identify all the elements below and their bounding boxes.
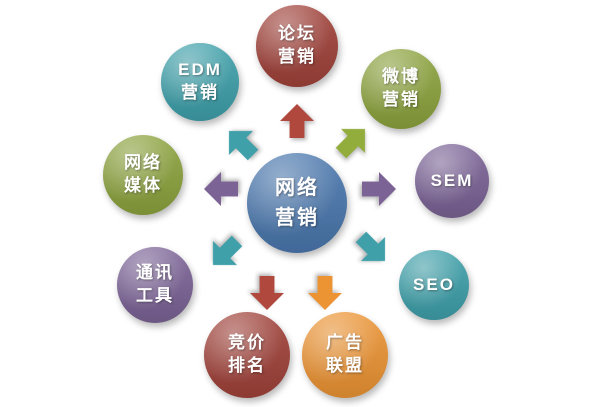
node-network-media: 网络 媒体 xyxy=(103,135,183,215)
node-label: EDM 营销 xyxy=(178,60,222,102)
arrow-shape xyxy=(362,172,396,206)
node-seo: SEO xyxy=(399,250,469,320)
arrow-down-left-icon xyxy=(201,229,249,277)
arrow-shape xyxy=(204,172,238,206)
arrow-shape xyxy=(212,235,243,266)
node-label: SEM xyxy=(430,170,474,190)
node-label: 微博 营销 xyxy=(382,67,420,109)
center-node-label: 网络 营销 xyxy=(275,177,319,229)
arrow-down-right-icon xyxy=(349,225,397,273)
node-label: 通讯 工具 xyxy=(136,263,174,305)
arrow-up-left-icon xyxy=(217,119,265,167)
node-label: 竞价 排名 xyxy=(228,333,266,375)
node-edm-marketing: EDM 营销 xyxy=(161,43,239,121)
arrow-shape xyxy=(335,128,366,159)
node-communication-tools: 通讯 工具 xyxy=(117,247,193,323)
node-ad-alliance: 广告 联盟 xyxy=(302,312,388,398)
arrow-shape xyxy=(228,130,259,161)
node-weibo-marketing: 微博 营销 xyxy=(361,49,441,129)
node-forum-marketing: 论坛 营销 xyxy=(256,5,338,87)
node-bidding-rank: 竞价 排名 xyxy=(204,312,290,398)
arrow-shape xyxy=(308,276,342,310)
arrow-shape xyxy=(280,104,314,138)
node-sem: SEM xyxy=(415,144,489,218)
arrow-down-icon xyxy=(308,276,342,310)
arrow-down-icon xyxy=(250,276,284,310)
center-node-network-marketing: 网络 营销 xyxy=(247,153,347,253)
arrow-shape xyxy=(355,231,386,262)
node-label: SEO xyxy=(413,274,455,294)
arrow-right-icon xyxy=(362,172,396,206)
node-label: 网络 媒体 xyxy=(124,153,162,195)
node-label: 论坛 营销 xyxy=(278,24,316,66)
arrow-up-icon xyxy=(280,104,314,138)
node-label: 广告 联盟 xyxy=(326,333,364,375)
arrow-left-icon xyxy=(204,172,238,206)
arrow-up-right-icon xyxy=(329,117,377,165)
arrow-shape xyxy=(250,276,284,310)
